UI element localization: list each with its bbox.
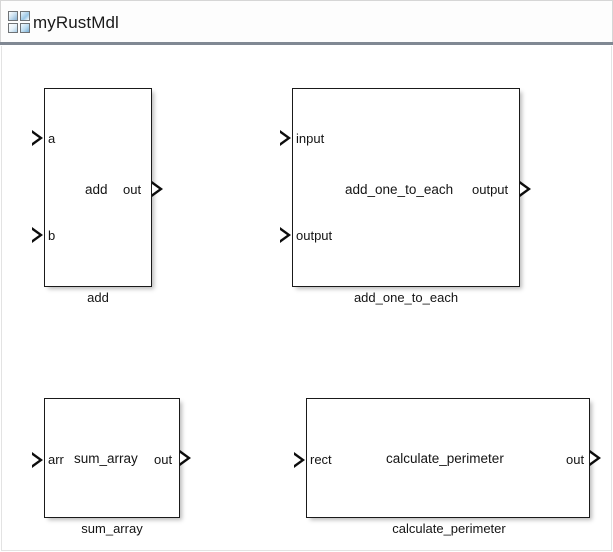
input-port-label-input: input (296, 131, 325, 146)
input-port-label-output: output (296, 228, 333, 243)
output-port-arrow-calculate-perimeter-out[interactable] (590, 450, 601, 466)
titlebar-divider-highlight (0, 45, 613, 46)
input-port-arrow-arr[interactable] (32, 452, 43, 468)
output-port-arrow-add-one-to-each-output[interactable] (520, 181, 531, 197)
window-titlebar: myRustMdl (0, 0, 613, 43)
output-port-arrow-add-out[interactable] (152, 181, 163, 197)
input-port-label-rect: rect (310, 452, 332, 467)
input-port-arrow-a[interactable] (32, 130, 43, 146)
block-label-calculate-perimeter: calculate_perimeter (386, 451, 504, 466)
input-port-label-b: b (48, 228, 56, 243)
block-add-one-to-each[interactable] (292, 88, 520, 287)
output-port-label-add-one-to-each-output: output (472, 182, 509, 197)
block-sum-array[interactable] (44, 398, 180, 518)
window-title: myRustMdl (33, 12, 119, 32)
block-add[interactable] (44, 88, 152, 287)
input-port-label-arr: arr (48, 452, 64, 467)
simulink-model-icon (8, 11, 30, 33)
block-label-sum-array: sum_array (74, 451, 138, 466)
block-caption-sum-array: sum_array (81, 521, 143, 536)
input-port-arrow-rect[interactable] (294, 452, 305, 468)
input-port-arrow-input[interactable] (280, 130, 291, 146)
block-calculate-perimeter[interactable] (306, 398, 590, 518)
block-caption-add-one-to-each: add_one_to_each (353, 290, 459, 305)
output-port-label-calculate-perimeter-out: out (566, 452, 585, 467)
model-canvas[interactable]: a b add out add input output add_one_to_… (1, 46, 612, 551)
block-caption-add: add (87, 290, 109, 305)
titlebar-divider (0, 42, 613, 45)
input-port-label-a: a (48, 131, 56, 146)
block-label-add: add (85, 182, 108, 197)
input-port-arrow-output[interactable] (280, 227, 291, 243)
block-caption-calculate-perimeter: calculate_perimeter (392, 521, 506, 536)
block-label-add-one-to-each: add_one_to_each (345, 182, 454, 197)
output-port-label-add-out: out (123, 182, 142, 197)
output-port-arrow-sum-array-out[interactable] (180, 450, 191, 466)
input-port-arrow-b[interactable] (32, 227, 43, 243)
output-port-label-sum-array-out: out (154, 452, 173, 467)
